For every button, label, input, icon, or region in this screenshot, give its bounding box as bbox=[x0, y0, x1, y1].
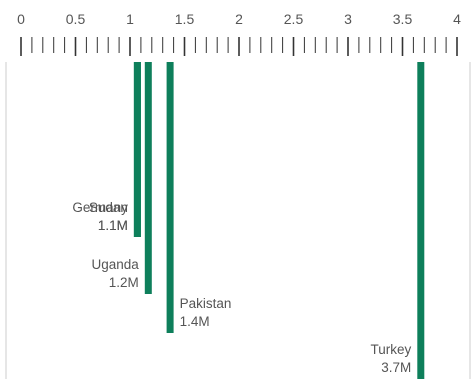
bar-label-value: 3.7M bbox=[381, 360, 411, 375]
tick-label: 0 bbox=[17, 11, 25, 27]
bar-label-country: Germany bbox=[72, 200, 128, 215]
bars bbox=[133, 62, 425, 379]
tick-label: 2 bbox=[235, 11, 243, 27]
bar-sudan bbox=[133, 62, 141, 237]
axis-tick-labels: 0 0.5 1 1.5 2 2.5 3 3.5 4 bbox=[17, 11, 461, 27]
tick-label: 0.5 bbox=[66, 11, 86, 27]
bar-labels: Germany1.1MSudan1.1MUganda1.2MPakistan1.… bbox=[72, 200, 411, 375]
bar-turkey bbox=[417, 62, 425, 379]
bar-label-value: 1.1M bbox=[98, 218, 128, 233]
bar-uganda bbox=[144, 62, 152, 294]
tick-label: 1 bbox=[126, 11, 134, 27]
tick-label: 2.5 bbox=[284, 11, 304, 27]
bar-label-country: Pakistan bbox=[180, 296, 232, 311]
tick-label: 3.5 bbox=[393, 11, 413, 27]
bar-pakistan bbox=[166, 62, 174, 333]
tick-label: 4 bbox=[453, 11, 461, 27]
bar-label-country: Turkey bbox=[371, 342, 412, 357]
bar-label-value: 1.1M bbox=[98, 218, 128, 233]
tick-label: 1.5 bbox=[175, 11, 195, 27]
bar-label-value: 1.4M bbox=[180, 314, 210, 329]
tick-label: 3 bbox=[344, 11, 352, 27]
bar-label-value: 1.2M bbox=[109, 275, 139, 290]
bar-label-country: Uganda bbox=[92, 257, 140, 272]
bar-label-country: Sudan bbox=[89, 200, 128, 215]
axis-ticks bbox=[20, 37, 458, 56]
